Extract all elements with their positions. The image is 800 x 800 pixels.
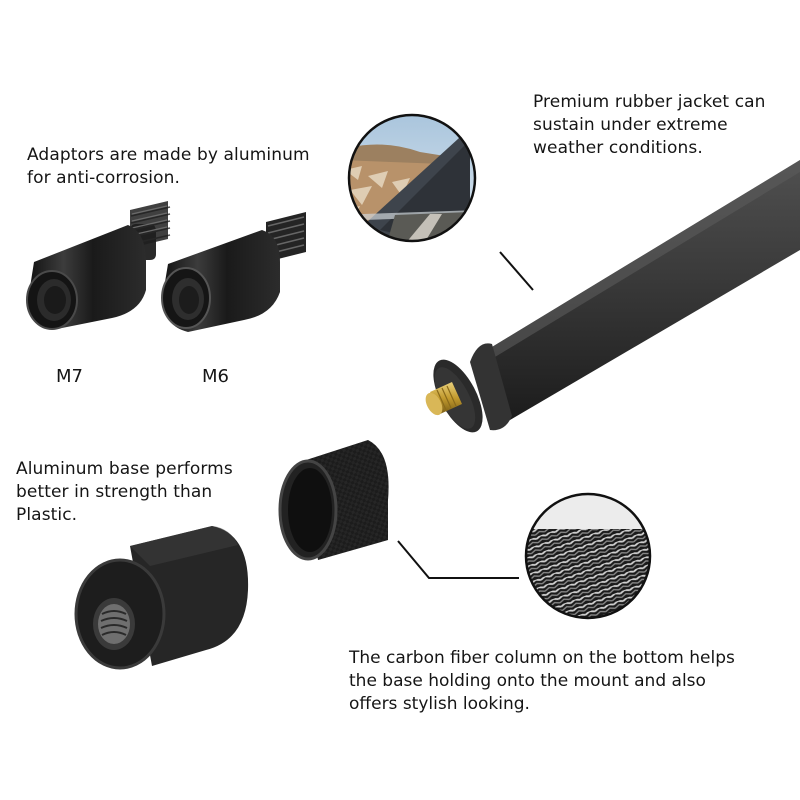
caption-line: the base holding onto the mount and also xyxy=(349,671,706,691)
rubber-jacket-caption: Premium rubber jacket can sustain under … xyxy=(533,91,766,160)
caption-line: sustain under extreme xyxy=(533,115,728,135)
caption-line: for anti-corrosion. xyxy=(27,168,181,188)
caption-line: Plastic. xyxy=(16,505,78,525)
aluminum-base-caption: Aluminum base performs better in strengt… xyxy=(16,458,233,527)
caption-line: Adaptors are made by aluminum xyxy=(27,145,310,165)
rubber-jacket-pointer-line xyxy=(499,251,534,291)
m7-label: M7 xyxy=(56,366,83,387)
caption-line: Aluminum base performs xyxy=(16,459,233,479)
caption-line: weather conditions. xyxy=(533,138,703,158)
carbon-fiber-column-image xyxy=(278,440,389,561)
adaptors-caption: Adaptors are made by aluminum for anti-c… xyxy=(27,144,310,190)
caption-line: The carbon fiber column on the bottom he… xyxy=(349,648,735,668)
m6-label: M6 xyxy=(202,366,229,387)
weather-scene-image xyxy=(349,115,475,241)
carbon-fiber-pointer-line xyxy=(397,540,519,579)
rubber-antenna-image xyxy=(425,160,800,433)
m6-adaptor-image xyxy=(161,212,306,332)
caption-line: Premium rubber jacket can xyxy=(533,92,766,112)
carbon-weave-image xyxy=(526,494,650,618)
m7-adaptor-image xyxy=(26,201,171,330)
caption-line: offers stylish looking. xyxy=(349,694,530,714)
aluminum-base-image xyxy=(74,526,249,670)
caption-line: better in strength than xyxy=(16,482,213,502)
carbon-fiber-caption: The carbon fiber column on the bottom he… xyxy=(349,647,735,716)
